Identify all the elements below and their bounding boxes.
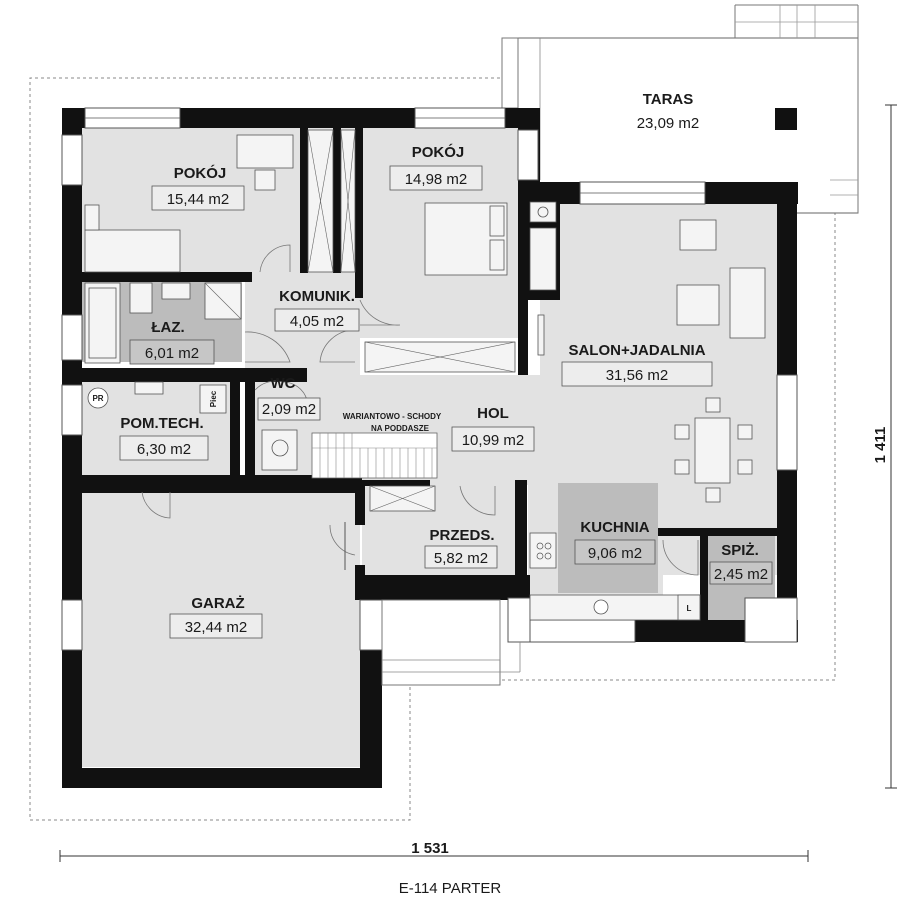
room-area: 6,01 m2: [145, 345, 199, 362]
room-area: 9,06 m2: [588, 545, 642, 562]
room-name: POM.TECH.: [120, 415, 203, 432]
room-area: 4,05 m2: [290, 313, 344, 330]
room-name: KUCHNIA: [580, 519, 649, 536]
room-name: SPIŻ.: [721, 542, 759, 559]
room-name: TARAS: [643, 91, 694, 108]
room-area: 2,45 m2: [714, 566, 768, 583]
furniture: [84, 134, 766, 621]
dimension-width: 1 531: [411, 840, 449, 857]
room-name: GARAŻ: [191, 595, 244, 612]
room-name: SALON+JADALNIA: [568, 342, 705, 359]
room-salon: SALON+JADALNIA 31,56 m2: [561, 342, 713, 387]
room-przeds: PRZEDS. 5,82 m2: [424, 527, 498, 569]
room-name: WC: [271, 375, 296, 392]
room-area: 5,82 m2: [434, 550, 488, 567]
door-swings: [141, 244, 699, 576]
room-name: KOMUNIK.: [279, 288, 355, 305]
room-area: 15,44 m2: [167, 191, 230, 208]
room-pomtech: POM.TECH. 6,30 m2: [119, 415, 209, 461]
dimension-vertical: 1 411: [872, 104, 897, 789]
room-pokoj-2: POKÓJ 14,98 m2: [389, 143, 483, 191]
room-taras: TARAS 23,09 m2: [637, 91, 700, 132]
room-name: HOL: [477, 405, 509, 422]
room-area: 6,30 m2: [137, 441, 191, 458]
room-name: POKÓJ: [412, 143, 465, 161]
room-area: 23,09 m2: [637, 115, 700, 132]
room-kuchnia: KUCHNIA 9,06 m2: [574, 519, 656, 565]
room-area: 31,56 m2: [606, 367, 669, 384]
room-garaz: GARAŻ 32,44 m2: [169, 595, 263, 639]
fridge-label: L: [687, 604, 692, 613]
room-area: 2,09 m2: [262, 401, 316, 418]
stairs: [311, 432, 438, 479]
windows: [61, 107, 798, 651]
room-laz: ŁAZ. 6,01 m2: [129, 319, 215, 365]
entrance-steps: [381, 599, 521, 686]
wardrobes: [307, 129, 516, 512]
room-name: ŁAZ.: [151, 319, 184, 336]
room-komunik: KOMUNIK. 4,05 m2: [274, 288, 360, 332]
piec-label: Piec: [209, 390, 218, 407]
room-spiz: SPIŻ. 2,45 m2: [709, 542, 773, 585]
room-area: 14,98 m2: [405, 171, 468, 188]
room-name: PRZEDS.: [429, 527, 494, 544]
room-area: 32,44 m2: [185, 619, 248, 636]
room-wc: WC 2,09 m2: [257, 375, 321, 421]
stairs-note-line-1: WARIANTOWO - SCHODY: [343, 412, 442, 421]
room-hol: HOL 10,99 m2: [451, 405, 535, 452]
room-name: POKÓJ: [174, 164, 227, 182]
dimension-height: 1 411: [872, 427, 889, 464]
plan-title: E-114 PARTER: [399, 880, 502, 897]
room-area: 10,99 m2: [462, 432, 525, 449]
pr-label: PR: [92, 394, 103, 403]
stairs-note-line-2: NA PODDASZE: [371, 424, 430, 433]
dimension-horizontal: 1 531: [59, 840, 809, 862]
room-pokoj-1: POKÓJ 15,44 m2: [151, 164, 245, 211]
